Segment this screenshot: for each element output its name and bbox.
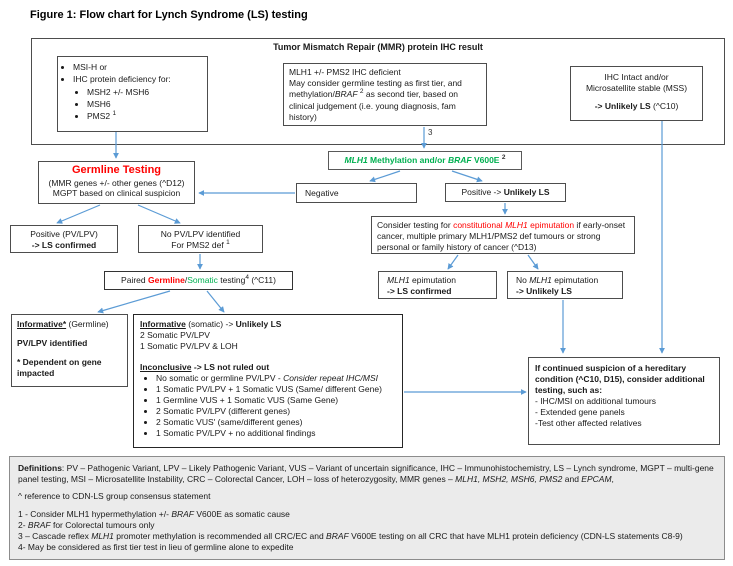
footnote-3: 3 – Cascade reflex MLH1 promoter methyla… xyxy=(18,531,683,542)
epcam-gene-label: EPCAM xyxy=(581,474,612,485)
footnote-4: 4- May be considered as first tier test … xyxy=(18,542,294,553)
ihc-deficiency-item: IHC protein deficiency for: MSH2 +/- MSH… xyxy=(73,73,203,122)
braf-gene-label: BRAF xyxy=(334,89,358,100)
germline-testing-box: Germline Testing (MMR genes +/- other ge… xyxy=(38,161,195,204)
inconclusive-item: No somatic or germline PV/LPV - Consider… xyxy=(156,373,398,384)
paired-testing-box: Paired Germline/Somatic testing4 (^C11) xyxy=(104,271,293,290)
braf-gene-label: BRAF xyxy=(447,155,472,165)
reference-note: ^ reference to CDN-LS group consensus st… xyxy=(18,491,211,502)
msh2-item: MSH2 +/- MSH6 xyxy=(87,86,203,98)
no-mlh1-epimutation-box: No MLH1 epimutation -> Unlikely LS xyxy=(507,271,623,299)
footnote-1: 1 - Consider MLH1 hypermethylation +/- B… xyxy=(18,509,290,520)
continued-suspicion-box: If continued suspicion of a hereditary c… xyxy=(528,357,720,445)
consider-epimutation-testing-box: Consider testing for constitutional MLH1… xyxy=(371,216,635,254)
mlh1-gene-label: MLH1 xyxy=(344,155,368,165)
footnote-2: 2- BRAF for Colorectal tumours only xyxy=(18,520,155,531)
negative-result-box: Negative xyxy=(296,183,417,203)
germline-word: Germline xyxy=(147,275,185,285)
inconclusive-item: 1 Germline VUS + 1 Somatic VUS (Same Gen… xyxy=(156,395,398,406)
no-pv-lpv-box: No PV/LPV identified For PMS2 def 1 xyxy=(138,225,263,253)
footnote-ref-1: 1 xyxy=(226,238,230,246)
msi-ihc-deficiency-box: MSI-H or IHC protein deficiency for: MSH… xyxy=(57,56,208,132)
germline-testing-title: Germline Testing xyxy=(71,164,162,176)
positive-unlikely-ls-box: Positive -> Unlikely LS xyxy=(445,183,566,202)
footnote-ref-2: 2 xyxy=(359,88,364,96)
positive-pv-lpv-box: Positive (PV/LPV) -> LS confirmed xyxy=(10,225,118,253)
somatic-results-box: Informative (somatic) -> Unlikely LS 2 S… xyxy=(133,314,403,448)
footnote-ref-4: 4 xyxy=(245,274,249,282)
mlh1-pms2-deficient-box: MLH1 +/- PMS2 IHC deficient May consider… xyxy=(283,63,487,126)
footnote-3-marker: 3 xyxy=(428,128,433,137)
informative-germline-box: Informative* (Germline) PV/LPV identifie… xyxy=(11,314,128,387)
mlh1-epimutation-box: MLH1 epimutation -> LS confirmed xyxy=(378,271,497,299)
inconclusive-item: 2 Somatic VUS' (same/different genes) xyxy=(156,417,398,428)
mmr-genes-list: MLH1, MSH2, MSH6, PMS2 xyxy=(455,474,563,485)
figure-title: Figure 1: Flow chart for Lynch Syndrome … xyxy=(30,9,308,21)
somatic-word: Somatic xyxy=(187,275,218,285)
inconclusive-item: 1 Somatic PV/LPV + 1 Somatic VUS (Same/ … xyxy=(156,384,398,395)
definitions-box: Definitions: PV – Pathogenic Variant, LP… xyxy=(9,456,725,560)
pms2-item: PMS2 1 xyxy=(87,110,203,122)
msh6-item: MSH6 xyxy=(87,98,203,110)
inconclusive-item: 1 Somatic PV/LPV + no additional finding… xyxy=(156,428,398,439)
ihc-intact-box: IHC Intact and/or Microsatellite stable … xyxy=(570,66,703,121)
mlh1-gene-label: MLH1 xyxy=(529,275,552,285)
inconclusive-item: 2 Somatic PV/LPV (different genes) xyxy=(156,406,398,417)
mlh1-gene-label: MLH1 xyxy=(505,220,528,230)
mlh1-gene-label: MLH1 xyxy=(387,275,410,285)
footnote-ref-2: 2 xyxy=(501,154,506,162)
footnote-ref-1: 1 xyxy=(112,110,117,118)
msi-item: MSI-H or xyxy=(73,61,203,73)
mlh1-methylation-braf-box: MLH1 Methylation and/or BRAF V600E 2 xyxy=(328,151,522,170)
definitions-paragraph: Definitions: PV – Pathogenic Variant, LP… xyxy=(18,463,714,485)
mmr-container-title: Tumor Mismatch Repair (MMR) protein IHC … xyxy=(273,42,483,52)
